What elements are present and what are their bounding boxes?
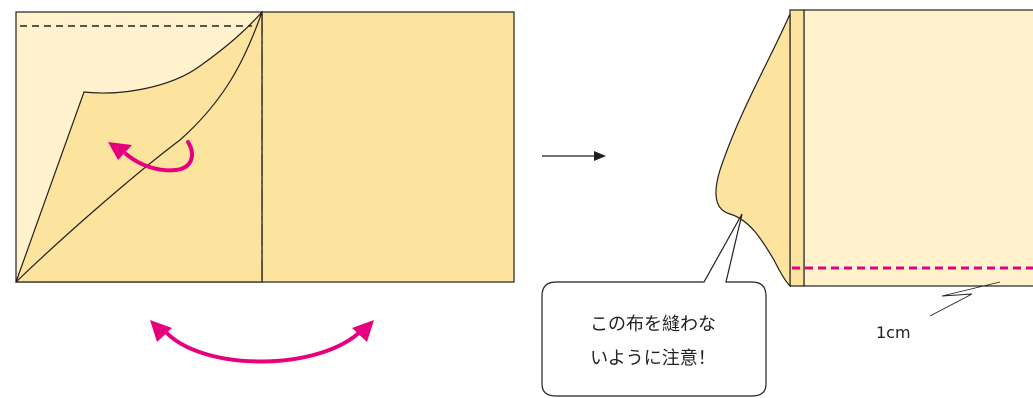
callout-line-1: この布を縫わな [590,314,716,335]
loose-flap [715,13,791,288]
right-fabric-diagram [715,9,1033,288]
left-fabric-diagram [15,10,515,283]
seam-allowance-annotation [929,281,1001,317]
swap-arrow-icon [150,320,374,364]
curl-arrow-icon [108,140,194,173]
fabric-panel-main [803,9,1033,287]
folded-flap [15,10,263,283]
seam-allowance-label: 1cm [876,323,911,342]
warning-callout [541,213,767,397]
callout-line-2: いように注意！ [590,348,716,369]
fabric-panel-right [261,11,515,283]
folded-edge-strip [789,9,805,287]
right-arrow-icon [542,151,606,161]
diagonal-fold-line [15,11,263,283]
